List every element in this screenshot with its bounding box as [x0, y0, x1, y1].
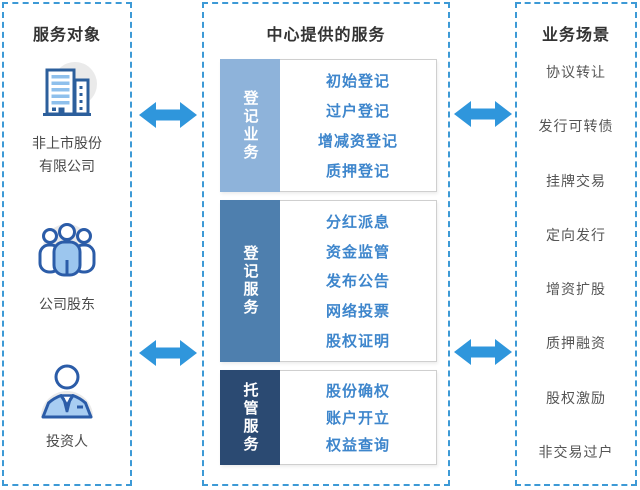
service-item: 初始登记 [325, 73, 390, 91]
scenario-item: 定向发行 [546, 226, 606, 243]
label-line: 非上市股份 [32, 135, 102, 151]
left-panel-title: 服务对象 [32, 27, 101, 44]
section-custody-service: 托管服务 股份确权 账户开立 权益查询 [220, 370, 437, 465]
service-item: 账户开立 [325, 410, 390, 427]
service-item: 增减资登记 [317, 132, 398, 150]
section-items: 初始登记 过户登记 增减资登记 质押登记 [280, 59, 437, 192]
service-item: 质押登记 [325, 162, 390, 180]
service-item: 股份确权 [325, 383, 390, 400]
investor-icon [35, 360, 99, 424]
scenario-item: 发行可转债 [538, 118, 614, 135]
section-items: 股份确权 账户开立 权益查询 [280, 370, 437, 465]
scenario-item: 非交易过户 [538, 443, 614, 460]
right-panel-title: 业务场景 [541, 27, 610, 44]
double-arrow-icon [139, 102, 197, 128]
left-item-company-label: 非上市股份 有限公司 [4, 132, 130, 178]
left-panel: 服务对象 非上市股份 有限公司 [2, 2, 132, 486]
section-registration-business: 登记业务 初始登记 过户登记 增减资登记 质押登记 [220, 59, 437, 192]
scenario-list: 协议转让 发行可转债 挂牌交易 定向发行 增资扩股 质押融资 股权激励 非交易过… [517, 62, 635, 462]
double-arrow-icon [454, 101, 512, 127]
center-panel: 中心提供的服务 登记业务 初始登记 过户登记 增减资登记 质押登记 登记服务 分… [202, 2, 450, 486]
label-line: 有限公司 [39, 158, 95, 174]
scenario-item: 增资扩股 [546, 281, 606, 298]
double-arrow-icon [454, 339, 512, 365]
right-panel: 业务场景 协议转让 发行可转债 挂牌交易 定向发行 增资扩股 质押融资 股权激励… [515, 2, 637, 486]
scenario-item: 质押融资 [546, 335, 606, 352]
service-item: 权益查询 [325, 437, 390, 454]
label-line: 投资人 [46, 433, 88, 449]
section-band-label: 托管服务 [220, 370, 280, 465]
shareholders-icon [35, 218, 99, 282]
left-item-investor-label: 投资人 [4, 430, 130, 453]
label-line: 公司股东 [39, 296, 95, 312]
service-item: 发布公告 [325, 273, 390, 291]
scenario-item: 协议转让 [546, 64, 606, 80]
left-item-shareholders-label: 公司股东 [4, 293, 130, 316]
scenario-item: 挂牌交易 [546, 172, 606, 189]
section-band-label: 登记业务 [220, 59, 280, 192]
scenario-item: 股权激励 [546, 389, 606, 406]
service-item: 过户登记 [325, 103, 390, 121]
section-items: 分红派息 资金监管 发布公告 网络投票 股权证明 [280, 200, 437, 362]
service-item: 分红派息 [325, 214, 390, 232]
double-arrow-icon [139, 340, 197, 366]
section-band-label: 登记服务 [220, 200, 280, 362]
service-item: 股权证明 [325, 332, 390, 350]
service-item: 资金监管 [325, 243, 390, 261]
section-registration-service: 登记服务 分红派息 资金监管 发布公告 网络投票 股权证明 [220, 200, 437, 362]
service-item: 网络投票 [325, 303, 390, 321]
building-icon [35, 60, 99, 124]
center-panel-title: 中心提供的服务 [266, 27, 386, 44]
